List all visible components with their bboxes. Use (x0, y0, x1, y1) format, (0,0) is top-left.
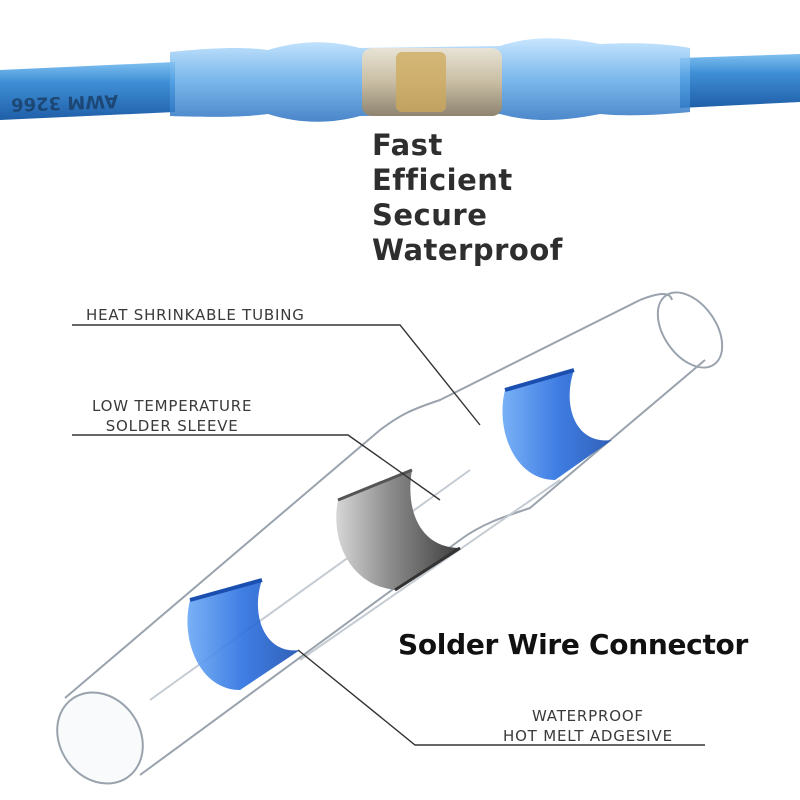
leader-lines (72, 324, 705, 746)
connector-diagram (56, 291, 724, 785)
adhesive-ring-left (187, 578, 300, 690)
product-title: Solder Wire Connector (398, 628, 748, 661)
feature-secure: Secure (372, 198, 488, 232)
solder-sleeve (336, 468, 461, 592)
adhesive-ring-right (502, 368, 612, 480)
callout-heat-shrinkable-tubing: HEAT SHRINKABLE TUBING (86, 306, 305, 324)
feature-fast: Fast (372, 128, 443, 162)
feature-waterproof: Waterproof (372, 233, 563, 267)
callout-solder-sleeve: LOW TEMPERATURE SOLDER SLEEVE (92, 397, 253, 435)
callout-hot-melt-adhesive: WATERPROOF HOT MELT ADGESIVE (503, 707, 673, 745)
feature-efficient: Efficient (372, 163, 513, 197)
wire-photo: AWM 3266 (0, 38, 800, 122)
wire-print-text: AWM 3266 (11, 90, 119, 115)
